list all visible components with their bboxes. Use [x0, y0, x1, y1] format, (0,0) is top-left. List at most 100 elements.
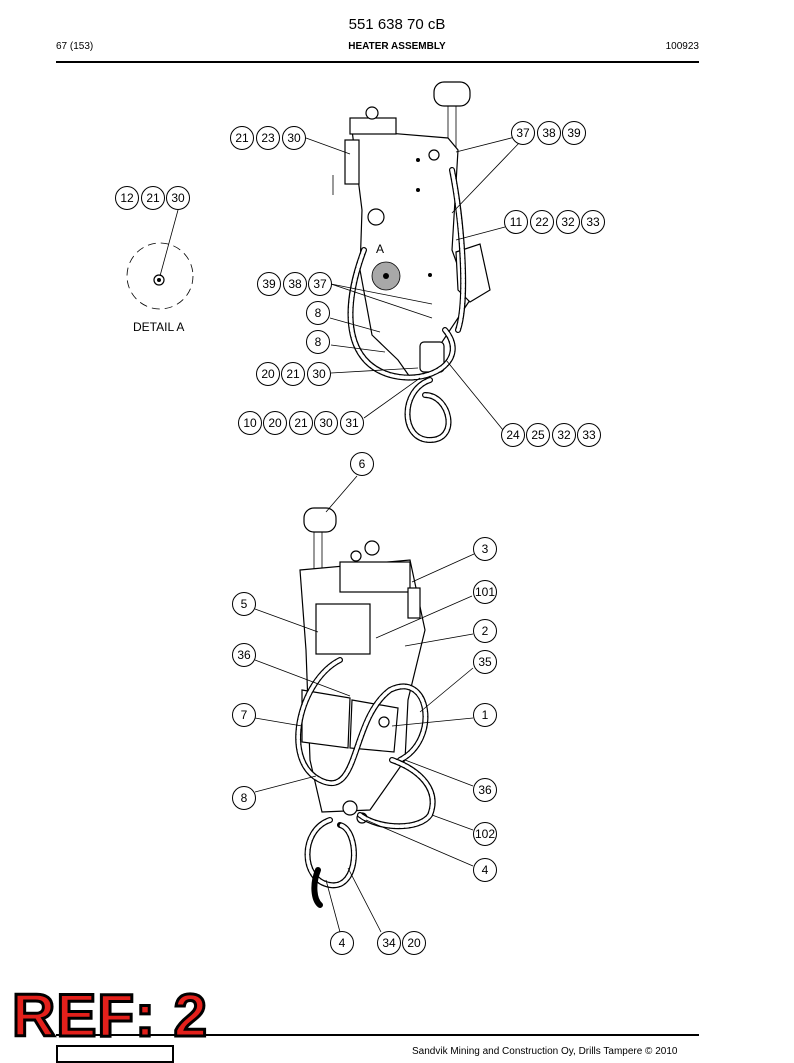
- callout-number: 37: [516, 126, 530, 140]
- callout-number: 39: [567, 126, 581, 140]
- balloon: [473, 650, 497, 674]
- leader-4-a: [365, 819, 474, 867]
- callout-number: 2: [482, 624, 489, 638]
- leader-36-b: [404, 759, 474, 787]
- balloon: [562, 121, 586, 145]
- balloon: [581, 210, 605, 234]
- lower-cap: [303, 507, 337, 533]
- balloon: [283, 272, 307, 296]
- callout-number: 1: [482, 708, 489, 722]
- leader-10-20-21-30-31: [363, 377, 421, 419]
- balloon: [314, 411, 338, 435]
- footer-rule: [56, 1034, 699, 1036]
- callout-number: 20: [407, 936, 421, 950]
- callout-number: 10: [243, 416, 257, 430]
- callout-number: 30: [171, 191, 185, 205]
- balloon: [306, 301, 330, 325]
- callout-4-a: 4: [473, 858, 497, 882]
- balloon: [537, 121, 561, 145]
- callout-number: 21: [146, 191, 160, 205]
- upper-plate-hole: [367, 208, 385, 226]
- callout-36-a: 36: [232, 643, 256, 667]
- balloon: [377, 931, 401, 955]
- callout-20-21-30: 20 21 30: [256, 362, 331, 386]
- balloon: [230, 126, 254, 150]
- upper-side-fitting: [344, 139, 360, 185]
- upper-hose-loop-core: [405, 378, 451, 442]
- balloon: [526, 423, 550, 447]
- callout-number: 36: [478, 783, 492, 797]
- balloon: [530, 210, 554, 234]
- sandvik-logo-box: [56, 1045, 174, 1063]
- callout-number: 12: [120, 191, 134, 205]
- upper-valve-fitting: [365, 106, 379, 120]
- callout-11-22-32-33: 11 22 32 33: [504, 210, 605, 234]
- callout-8-b: 8: [306, 330, 330, 354]
- detail-a-marker: A: [376, 242, 384, 256]
- balloon: [330, 931, 354, 955]
- leader-3: [411, 553, 475, 583]
- leader-21-23-30: [305, 137, 351, 155]
- leader-102: [431, 814, 474, 831]
- leader-5: [254, 608, 319, 633]
- callout-36-b: 36: [473, 778, 497, 802]
- lower-side-valve: [407, 587, 421, 619]
- callout-number: 33: [582, 428, 596, 442]
- callout-number: 25: [531, 428, 545, 442]
- leader-2: [404, 633, 474, 647]
- balloon: [232, 786, 256, 810]
- balloon: [473, 619, 497, 643]
- callout-number: 20: [261, 367, 275, 381]
- balloon: [232, 592, 256, 616]
- callout-number: 20: [268, 416, 282, 430]
- leader-24-25-32-33: [445, 359, 504, 431]
- balloon: [289, 411, 313, 435]
- callout-number: 8: [315, 306, 322, 320]
- leader-8-c: [254, 775, 317, 793]
- balloon: [256, 126, 280, 150]
- callout-number: 24: [506, 428, 520, 442]
- leader-39-38-37-2: [330, 283, 433, 305]
- lower-manifold: [339, 561, 411, 593]
- callout-3: 3: [473, 537, 497, 561]
- callout-39-38-37: 39 38 37: [257, 272, 332, 296]
- callout-4-b: 4: [330, 931, 354, 955]
- balloon: [473, 703, 497, 727]
- balloon: [115, 186, 139, 210]
- bolt: [416, 188, 420, 192]
- lower-hose-right-core: [358, 758, 435, 829]
- balloon: [141, 186, 165, 210]
- balloon: [257, 272, 281, 296]
- leader-1: [391, 717, 474, 727]
- balloon: [263, 411, 287, 435]
- balloon: [350, 452, 374, 476]
- callout-8-a: 8: [306, 301, 330, 325]
- callout-number: 6: [359, 457, 366, 471]
- upper-valve-block: [349, 117, 397, 135]
- page-counter: 67 (153): [56, 41, 94, 52]
- callout-102: 102: [473, 822, 497, 846]
- callout-number: 32: [561, 215, 575, 229]
- leader-8-a: [329, 317, 381, 333]
- callout-7: 7: [232, 703, 256, 727]
- leader-lines: [159, 136, 521, 933]
- callout-number: 102: [475, 827, 495, 841]
- callout-number: 33: [586, 215, 600, 229]
- balloon: [504, 210, 528, 234]
- callout-number: 8: [315, 335, 322, 349]
- lower-hose-tail: [311, 867, 323, 908]
- lower-elbow-fitting: [342, 800, 358, 816]
- balloon: [402, 931, 426, 955]
- callout-number: 39: [262, 277, 276, 291]
- balloon: [308, 272, 332, 296]
- balloon: [556, 210, 580, 234]
- callout-number: 34: [382, 936, 396, 950]
- upper-plate-hole-2: [428, 149, 440, 161]
- callout-101: 101: [473, 580, 497, 604]
- leader-34-20: [347, 867, 382, 933]
- balloon: [473, 537, 497, 561]
- callout-35: 35: [473, 650, 497, 674]
- callout-2: 2: [473, 619, 497, 643]
- callout-number: 11: [510, 215, 523, 229]
- lower-manifold-fitting: [364, 540, 380, 556]
